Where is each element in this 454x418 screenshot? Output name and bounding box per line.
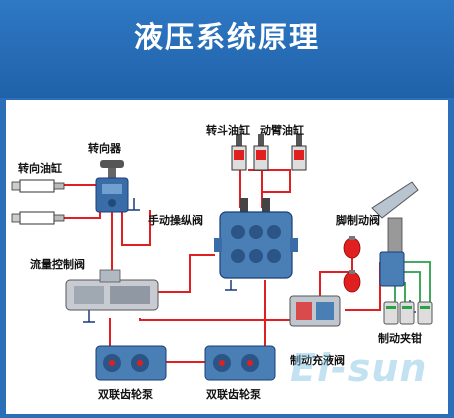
steering-gear <box>95 160 129 213</box>
foot-brake-valve <box>371 181 419 287</box>
double-gear-pump-left <box>95 345 167 381</box>
label-boom-cylinder: 动臂油缸 <box>260 124 304 137</box>
label-charge-valve: 制动充液阀 <box>290 354 345 367</box>
accumulator-top <box>343 236 361 259</box>
brake-calipers <box>383 301 433 325</box>
label-flow-control-valve: 流量控制阀 <box>30 258 85 271</box>
flow-control-valve <box>65 269 159 311</box>
label-pump-left: 双联齿轮泵 <box>98 388 153 401</box>
boom-cylinder-left <box>253 134 269 171</box>
boom-cylinder-right <box>291 134 307 171</box>
double-gear-pump-right <box>204 345 276 381</box>
watermark-logo: Ei-sun <box>290 346 428 390</box>
label-bucket-cylinder: 转斗油缸 <box>206 124 250 137</box>
accumulator-bottom <box>343 270 361 293</box>
page-title: 液压系统原理 <box>133 20 320 54</box>
bucket-cylinder <box>231 134 247 171</box>
steering-cylinder-top <box>11 179 65 193</box>
label-manual-valve: 手动操纵阀 <box>148 214 203 227</box>
brake-charge-valve <box>289 295 341 327</box>
label-pump-right: 双联齿轮泵 <box>206 388 261 401</box>
label-foot-brake-valve: 脚制动阀 <box>336 214 380 227</box>
title-bar: 液压系统原理 <box>0 0 454 98</box>
label-brake-caliper: 制动夹钳 <box>378 332 422 345</box>
label-steering-cylinder: 转向油缸 <box>18 162 62 175</box>
manual-control-valve <box>214 198 298 279</box>
steering-cylinder-bottom <box>11 211 65 225</box>
label-steering-gear: 转向器 <box>88 142 121 155</box>
